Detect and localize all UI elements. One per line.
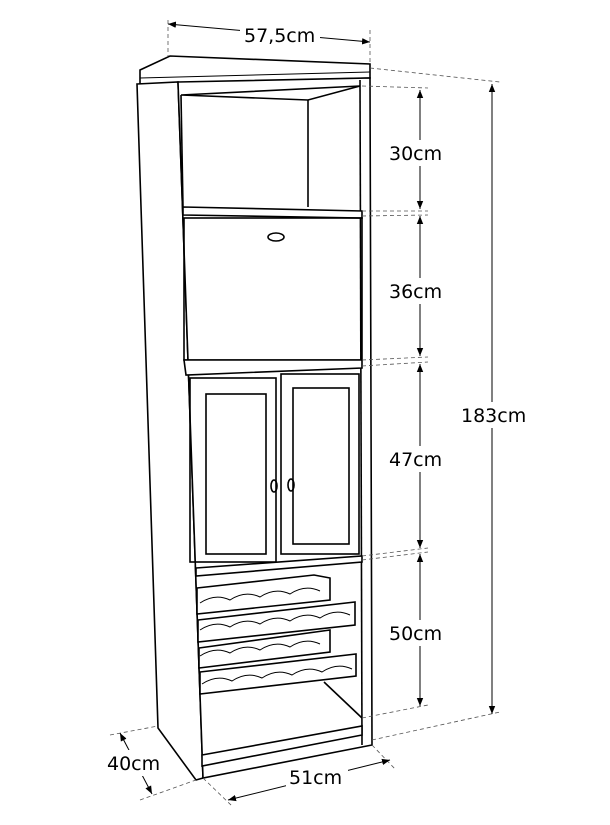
width-top-label: 57,5cm	[244, 25, 315, 47]
right-door-knob[interactable]	[287, 478, 295, 492]
wine-rack	[196, 574, 357, 695]
doors	[189, 373, 360, 563]
left-door[interactable]	[189, 377, 277, 563]
right-door[interactable]	[280, 373, 360, 555]
top-compartment	[180, 85, 361, 101]
section-doors-label: 47cm	[389, 449, 442, 471]
left-door-knob[interactable]	[270, 479, 278, 493]
bottom-shelf	[201, 725, 363, 767]
shelf-3	[195, 555, 363, 577]
section-wine-label: 50cm	[389, 623, 442, 645]
depth-label: 40cm	[107, 753, 160, 775]
section-top-label: 30cm	[389, 143, 442, 165]
shelf-2	[183, 359, 363, 376]
section-flap-label: 36cm	[389, 281, 442, 303]
width-bottom-label: 51cm	[289, 767, 342, 789]
left-side-panel	[136, 81, 204, 781]
drop-front-handle[interactable]	[267, 232, 285, 242]
total-height-label: 183cm	[461, 405, 526, 427]
cabinet	[136, 55, 373, 781]
